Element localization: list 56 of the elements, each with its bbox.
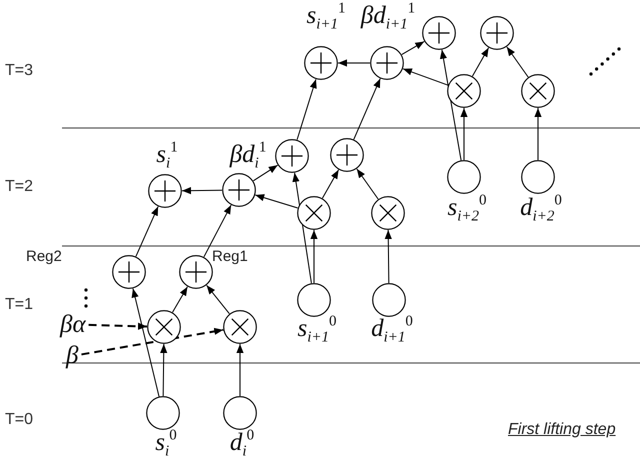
arrow xyxy=(254,194,298,209)
input-circle xyxy=(521,160,555,194)
arrow xyxy=(322,169,340,199)
adder-symbol xyxy=(370,46,404,80)
arrow xyxy=(252,164,278,182)
adder-symbol xyxy=(148,174,182,208)
input-circle xyxy=(372,283,406,317)
multiplier-symbol xyxy=(521,74,555,108)
adder-symbol xyxy=(222,173,256,207)
multiplier-symbol xyxy=(447,74,481,108)
adder-symbol xyxy=(179,255,213,289)
coefficient-label: β xyxy=(66,343,78,368)
adder-symbol xyxy=(304,46,338,80)
multiplier-symbol xyxy=(297,196,331,230)
arrow xyxy=(401,41,425,55)
multiplier-symbol xyxy=(147,310,181,344)
arrow xyxy=(460,108,468,160)
arrow xyxy=(402,68,449,86)
adder-symbol xyxy=(330,138,364,172)
arrow xyxy=(236,344,244,396)
time-step-label: T=0 xyxy=(5,411,34,429)
register-label: Reg2 xyxy=(26,249,62,264)
coefficient-label: βα xyxy=(60,312,86,337)
arrow xyxy=(384,230,392,284)
arrow xyxy=(472,47,490,77)
caption: First lifting step xyxy=(508,421,616,439)
arrow xyxy=(81,328,224,356)
multiplier-symbol xyxy=(223,310,257,344)
input-circle xyxy=(223,396,257,430)
arrow xyxy=(338,59,370,67)
arrow xyxy=(534,108,542,160)
input-circle xyxy=(447,160,481,194)
arrow xyxy=(206,284,230,314)
adder-symbol xyxy=(112,255,146,289)
arrow xyxy=(203,204,232,258)
arrow xyxy=(310,230,318,284)
arrow xyxy=(160,344,168,396)
arrow xyxy=(353,78,381,140)
arrow xyxy=(356,168,379,200)
input-circle xyxy=(146,396,180,430)
multiplier-symbol xyxy=(371,196,405,230)
adder-symbol xyxy=(422,16,456,50)
time-step-label: T=3 xyxy=(5,62,34,80)
arrow xyxy=(172,286,188,313)
adder-symbol xyxy=(480,16,514,50)
arrow xyxy=(88,322,148,330)
arrow xyxy=(182,187,222,194)
arrow xyxy=(135,206,159,257)
arrow xyxy=(506,46,529,78)
adder-symbol xyxy=(275,139,309,173)
time-step-label: T=2 xyxy=(5,178,34,196)
input-circle xyxy=(297,283,331,317)
time-step-label: T=1 xyxy=(5,296,34,314)
arrow xyxy=(132,288,160,397)
register-label: Reg1 xyxy=(212,249,248,264)
arrow xyxy=(296,78,317,140)
